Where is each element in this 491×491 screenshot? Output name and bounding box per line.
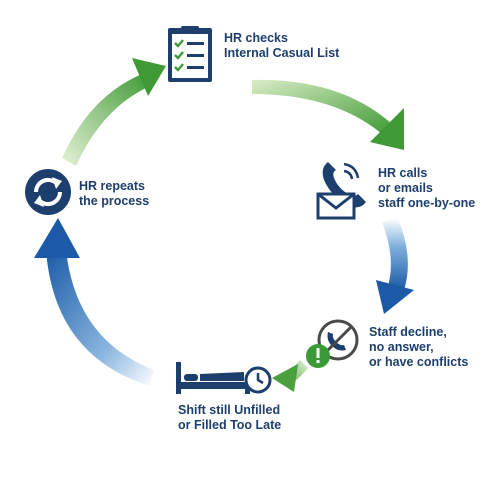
arrow-checks-to-calls bbox=[252, 79, 404, 150]
clipboard-checklist-icon bbox=[168, 26, 212, 82]
declined-call-alert-icon bbox=[306, 319, 359, 368]
step-label-shift-unfilled: Shift still Unfilled or Filled Too Late bbox=[178, 403, 281, 433]
arrow-calls-to-decline bbox=[376, 218, 414, 314]
step-label-hr-calls: HR calls or emails staff one-by-one bbox=[378, 166, 475, 211]
label-line: Shift still Unfilled bbox=[178, 403, 281, 417]
label-line: no answer, bbox=[369, 340, 434, 354]
label-line: Staff decline, bbox=[369, 325, 447, 339]
label-line: the process bbox=[79, 194, 150, 208]
arrow-repeat-to-checks bbox=[62, 58, 166, 166]
phone-email-icon bbox=[316, 162, 366, 220]
label-line: staff one-by-one bbox=[378, 196, 476, 210]
arrow-unfilled-to-repeat bbox=[34, 218, 154, 386]
arrow-decline-to-unfilled bbox=[272, 360, 308, 392]
label-line: or have conflicts bbox=[369, 355, 469, 369]
label-line: HR calls bbox=[378, 166, 428, 180]
label-line: HR repeats bbox=[79, 179, 145, 193]
label-line: or emails bbox=[378, 181, 433, 195]
step-label-hr-checks: HR checks Internal Casual List bbox=[224, 31, 339, 61]
bed-clock-icon bbox=[176, 362, 272, 394]
step-label-hr-repeats: HR repeats the process bbox=[79, 179, 149, 209]
repeat-cycle-icon bbox=[25, 169, 71, 215]
label-line: HR checks bbox=[224, 31, 288, 45]
step-label-staff-decline: Staff decline, no answer, or have confli… bbox=[369, 325, 468, 370]
label-line: or Filled Too Late bbox=[178, 418, 282, 432]
label-line: Internal Casual List bbox=[224, 46, 340, 60]
